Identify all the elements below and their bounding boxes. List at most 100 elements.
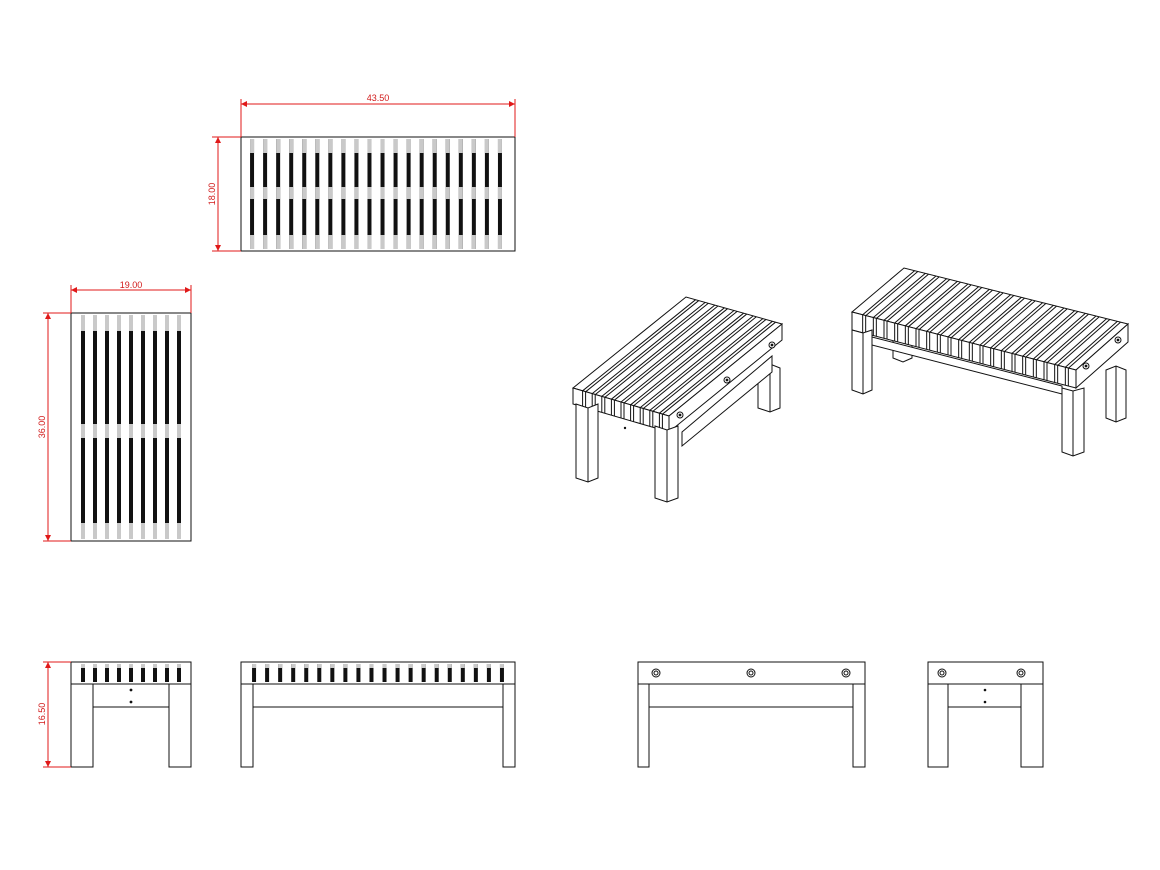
top-view-short-bench: 19.00 36.00 bbox=[37, 280, 192, 542]
slat-gap bbox=[81, 664, 85, 682]
cross-support bbox=[177, 315, 181, 331]
cross-support bbox=[141, 315, 145, 331]
cross-support bbox=[432, 235, 437, 249]
cross-support bbox=[105, 523, 109, 539]
cross-support bbox=[497, 235, 502, 249]
slat-gap bbox=[395, 664, 400, 682]
slat-line bbox=[926, 286, 979, 332]
dimension-width-long: 43.50 bbox=[240, 93, 516, 137]
slat-gap-top bbox=[369, 664, 374, 668]
cross-support bbox=[406, 187, 411, 199]
cross-support bbox=[105, 424, 109, 438]
bolt-icon bbox=[651, 668, 661, 678]
slat-gap-top bbox=[434, 664, 439, 668]
slat-gap bbox=[265, 664, 270, 682]
slat-line bbox=[601, 304, 716, 397]
slat-gap bbox=[473, 664, 478, 682]
cross-support bbox=[289, 235, 294, 249]
cross-support bbox=[432, 139, 437, 153]
slat-gap bbox=[177, 664, 181, 682]
cross-support bbox=[432, 187, 437, 199]
slat-gap bbox=[382, 664, 387, 682]
cross-support bbox=[367, 139, 372, 153]
slat-gap bbox=[153, 664, 157, 682]
cross-support bbox=[141, 523, 145, 539]
slat-line bbox=[1043, 315, 1097, 363]
dimension-label-16-50: 16.50 bbox=[37, 703, 47, 726]
cross-support bbox=[458, 139, 463, 153]
cross-support bbox=[367, 235, 372, 249]
slat-gap bbox=[447, 664, 452, 682]
slat-line bbox=[1046, 316, 1100, 364]
bolt-icon bbox=[937, 668, 947, 678]
cross-support bbox=[165, 523, 169, 539]
slat-line bbox=[1022, 310, 1075, 357]
slat-line bbox=[642, 316, 757, 409]
cross-support bbox=[153, 424, 157, 438]
end-view-short-bench-slatted: 16.50 bbox=[37, 661, 192, 768]
slat-line bbox=[862, 270, 915, 316]
slat-line bbox=[982, 300, 1036, 347]
cross-support bbox=[250, 187, 255, 199]
top-view-long-bench: 43.50 18.00 bbox=[207, 93, 516, 252]
cross-support bbox=[419, 235, 424, 249]
slat-gap bbox=[369, 664, 374, 682]
cross-support bbox=[263, 139, 268, 153]
slat-line bbox=[894, 278, 947, 324]
cross-support bbox=[367, 187, 372, 199]
slat-line bbox=[1068, 321, 1121, 369]
cross-support bbox=[393, 187, 398, 199]
cross-support bbox=[276, 139, 281, 153]
slat-gap-top bbox=[343, 664, 348, 668]
cross-support bbox=[406, 235, 411, 249]
side-view-long-bench-bolted bbox=[637, 661, 866, 768]
slat-gap bbox=[317, 664, 322, 682]
cross-support bbox=[289, 187, 294, 199]
cross-support bbox=[93, 424, 97, 438]
cross-support bbox=[406, 139, 411, 153]
cross-support bbox=[276, 235, 281, 249]
cross-support bbox=[380, 235, 385, 249]
cross-support bbox=[141, 424, 145, 438]
cross-support bbox=[445, 139, 450, 153]
cross-support bbox=[81, 315, 85, 331]
cross-support bbox=[93, 523, 97, 539]
slat-line bbox=[915, 283, 969, 329]
cross-support bbox=[458, 187, 463, 199]
cross-support bbox=[328, 139, 333, 153]
slat-line bbox=[865, 271, 918, 317]
dimension-label-43-50: 43.50 bbox=[367, 93, 390, 103]
slat-gap bbox=[141, 664, 145, 682]
slat-line bbox=[937, 288, 990, 335]
cross-support bbox=[419, 187, 424, 199]
cross-support bbox=[81, 424, 85, 438]
slat-line bbox=[961, 295, 1014, 341]
cross-support bbox=[289, 139, 294, 153]
cross-support bbox=[105, 315, 109, 331]
slat-gap-top bbox=[81, 664, 85, 668]
slat-line bbox=[611, 307, 725, 400]
slat-line bbox=[1011, 307, 1065, 354]
cross-support bbox=[445, 235, 450, 249]
slat-gap-top bbox=[356, 664, 361, 668]
cross-support bbox=[302, 139, 307, 153]
cross-support bbox=[471, 187, 476, 199]
cross-support bbox=[263, 235, 268, 249]
slat-line bbox=[979, 299, 1033, 346]
cross-support bbox=[341, 235, 346, 249]
long-iso-front-slats bbox=[862, 314, 1069, 387]
slat-gap bbox=[343, 664, 348, 682]
slat-gap-top bbox=[330, 664, 335, 668]
cross-support bbox=[354, 235, 359, 249]
slat-gap-top bbox=[486, 664, 491, 668]
cross-support bbox=[354, 187, 359, 199]
cross-support bbox=[129, 315, 133, 331]
slat-line bbox=[908, 281, 961, 328]
slat-line bbox=[940, 289, 993, 336]
bolt-icon bbox=[1016, 668, 1026, 678]
side-view-long-bench-slatted bbox=[240, 661, 516, 768]
slat-gap-top bbox=[141, 664, 145, 668]
slat-line bbox=[591, 302, 706, 394]
slat-gap-top bbox=[129, 664, 133, 668]
slat-gap bbox=[105, 664, 109, 682]
